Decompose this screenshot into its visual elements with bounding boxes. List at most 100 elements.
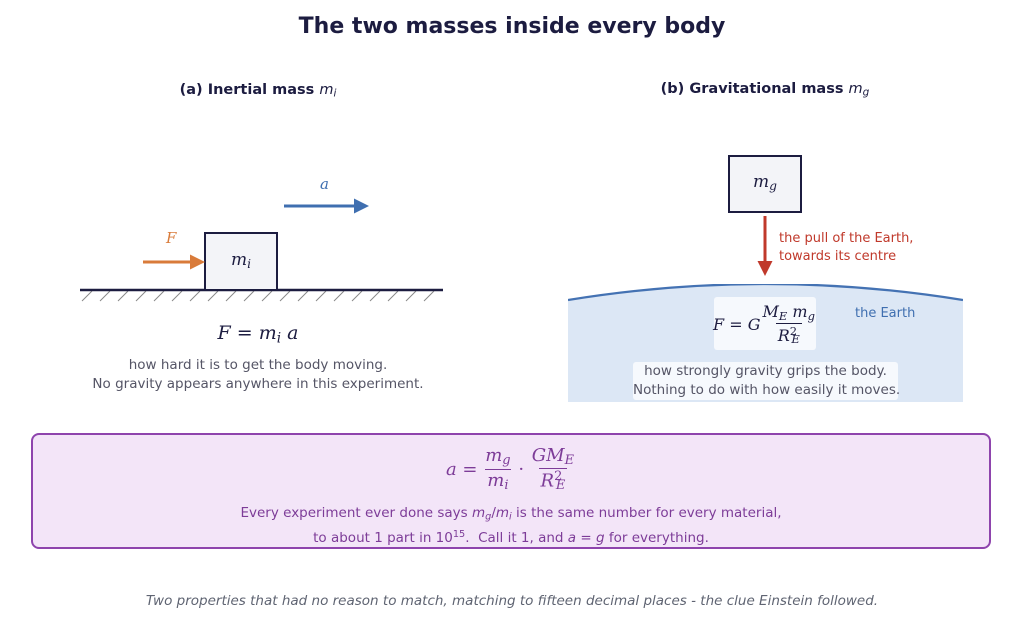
eq-denominator: R2E [775, 322, 802, 347]
hatch-mark [117, 290, 129, 302]
eq-G: G [747, 314, 761, 334]
summary-line-1-start: Every experiment ever done says [240, 505, 472, 521]
block-symbol-sub: i [247, 257, 252, 272]
hatch-mark [135, 290, 147, 302]
summary-line-1: Every experiment ever done says mg/mi is… [31, 505, 991, 522]
eq-R-sup: 2 [789, 323, 798, 338]
eq-F: F [217, 322, 231, 344]
ratio-m: m [495, 505, 510, 521]
symbol-m: m [848, 81, 863, 97]
eq-m-sub: g [807, 308, 815, 323]
panel-b-heading-text: (b) Gravitational mass [660, 81, 844, 97]
gravitational-description: how strongly gravity grips the body. Not… [633, 362, 901, 400]
hatch-mark [189, 290, 201, 302]
eq-R-sub: E [555, 478, 566, 494]
eq-R-sub: E [791, 332, 800, 347]
summary-equation: a = mg mi · GME R2E [31, 443, 991, 495]
gravity-pull-label: the pull of the Earth, towards its centr… [779, 230, 913, 266]
ratio-sub-i: i [509, 511, 512, 523]
summary-line-2-start: to about 1 part in 10 [313, 529, 453, 546]
summary-line-2: to about 1 part in 1015. Call it 1, and … [31, 529, 991, 546]
panel-b-heading-symbol: mg [848, 81, 870, 99]
ratio-slash: / [491, 505, 496, 521]
hatch-mark [153, 290, 165, 302]
eq-dot: · [512, 458, 530, 480]
symbol-sub-i: i [333, 87, 337, 100]
inertial-description-line-2: No gravity appears anywhere in this expe… [92, 376, 424, 392]
inertial-equation: F = mi a [158, 322, 358, 346]
hatch-mark [369, 290, 381, 302]
gravity-pull-label-line-1: the pull of the Earth, [779, 231, 914, 246]
earth-description-background [633, 362, 898, 400]
block-symbol-m: m [753, 172, 770, 192]
symbol-a: a [567, 529, 577, 546]
hatch-mark [207, 290, 219, 302]
panel-b-heading: (b) Gravitational mass mg [640, 81, 890, 99]
ground-hatching [81, 290, 435, 302]
gravitational-description-line-2: Nothing to do with how easily it moves. [633, 382, 901, 398]
hatch-mark [297, 290, 309, 302]
gravitational-equation: F = G ME mg R2E [713, 298, 817, 350]
eq-GM-sub: E [564, 452, 575, 468]
inertial-mass-block [204, 232, 278, 291]
eq-gravity-term: GME R2E [530, 445, 576, 494]
gravitational-mass-label: mg [729, 172, 801, 193]
panel-a-heading-text: (a) Inertial mass [179, 82, 315, 98]
hatch-mark [99, 290, 111, 302]
eq-R: R [540, 470, 555, 492]
eq-ratio-numerator: mg [483, 445, 512, 468]
block-symbol-m: m [230, 250, 248, 270]
panel-a-heading: (a) Inertial mass mi [158, 82, 358, 100]
force-label: F [166, 229, 177, 247]
symbol-equals: = [576, 529, 596, 546]
eq-R: R [777, 325, 790, 345]
hatch-mark [225, 290, 237, 302]
eq-M: M [762, 301, 779, 321]
eq-mi: m [487, 469, 505, 491]
hatch-mark [279, 290, 291, 302]
power-exponent: 15 [452, 529, 466, 540]
symbol-g: g [595, 529, 605, 546]
ratio-m: m [472, 505, 486, 521]
eq-ratio-denominator: mi [485, 468, 511, 493]
eq-mass-ratio: mg mi [483, 445, 512, 492]
inertial-mass-label: mi [205, 250, 277, 271]
hatch-mark [405, 290, 417, 302]
hatch-mark [387, 290, 399, 302]
hatch-mark [315, 290, 327, 302]
eq-F: F [713, 314, 725, 334]
eq-gravity-numerator: GME [530, 445, 576, 468]
earth-label: the Earth [855, 306, 916, 321]
eq-gravity-denominator: R2E [538, 467, 568, 494]
page-title: The two masses inside every body [298, 14, 726, 39]
eq-m: m [792, 301, 808, 321]
gravitational-description-line-1: how strongly gravity grips the body. [644, 363, 887, 379]
hatch-mark [243, 290, 255, 302]
summary-line-2-end: for everything. [604, 529, 709, 546]
summary-box [31, 433, 991, 549]
hatch-mark [261, 290, 273, 302]
hatch-mark [333, 290, 345, 302]
eq-m-sub: i [276, 330, 282, 347]
panel-a-heading-symbol: mi [319, 82, 337, 100]
gravity-pull-label-line-2: towards its centre [779, 249, 897, 264]
gravitational-mass-block [728, 155, 802, 213]
eq-fraction: ME mg R2E [761, 302, 817, 347]
eq-GM: GM [531, 444, 565, 466]
eq-equals: = [724, 314, 748, 334]
hatch-mark [423, 290, 435, 302]
ratio-sub-g: g [485, 511, 492, 523]
acceleration-label: a [320, 175, 329, 193]
hatch-mark [81, 290, 93, 302]
symbol-m: m [319, 82, 334, 98]
eq-equals: = [456, 458, 484, 480]
eq-R-sup: 2 [554, 468, 563, 484]
footer-caption: Two properties that had no reason to mat… [145, 593, 879, 609]
eq-numerator: ME mg [761, 302, 817, 323]
summary-line-1-end: is the same number for every material, [511, 505, 782, 521]
eq-mg: m [485, 445, 503, 467]
eq-M-sub: E [778, 308, 788, 323]
summary-line-2-middle: . Call it 1, and [465, 529, 568, 546]
block-symbol-sub: g [769, 179, 777, 194]
